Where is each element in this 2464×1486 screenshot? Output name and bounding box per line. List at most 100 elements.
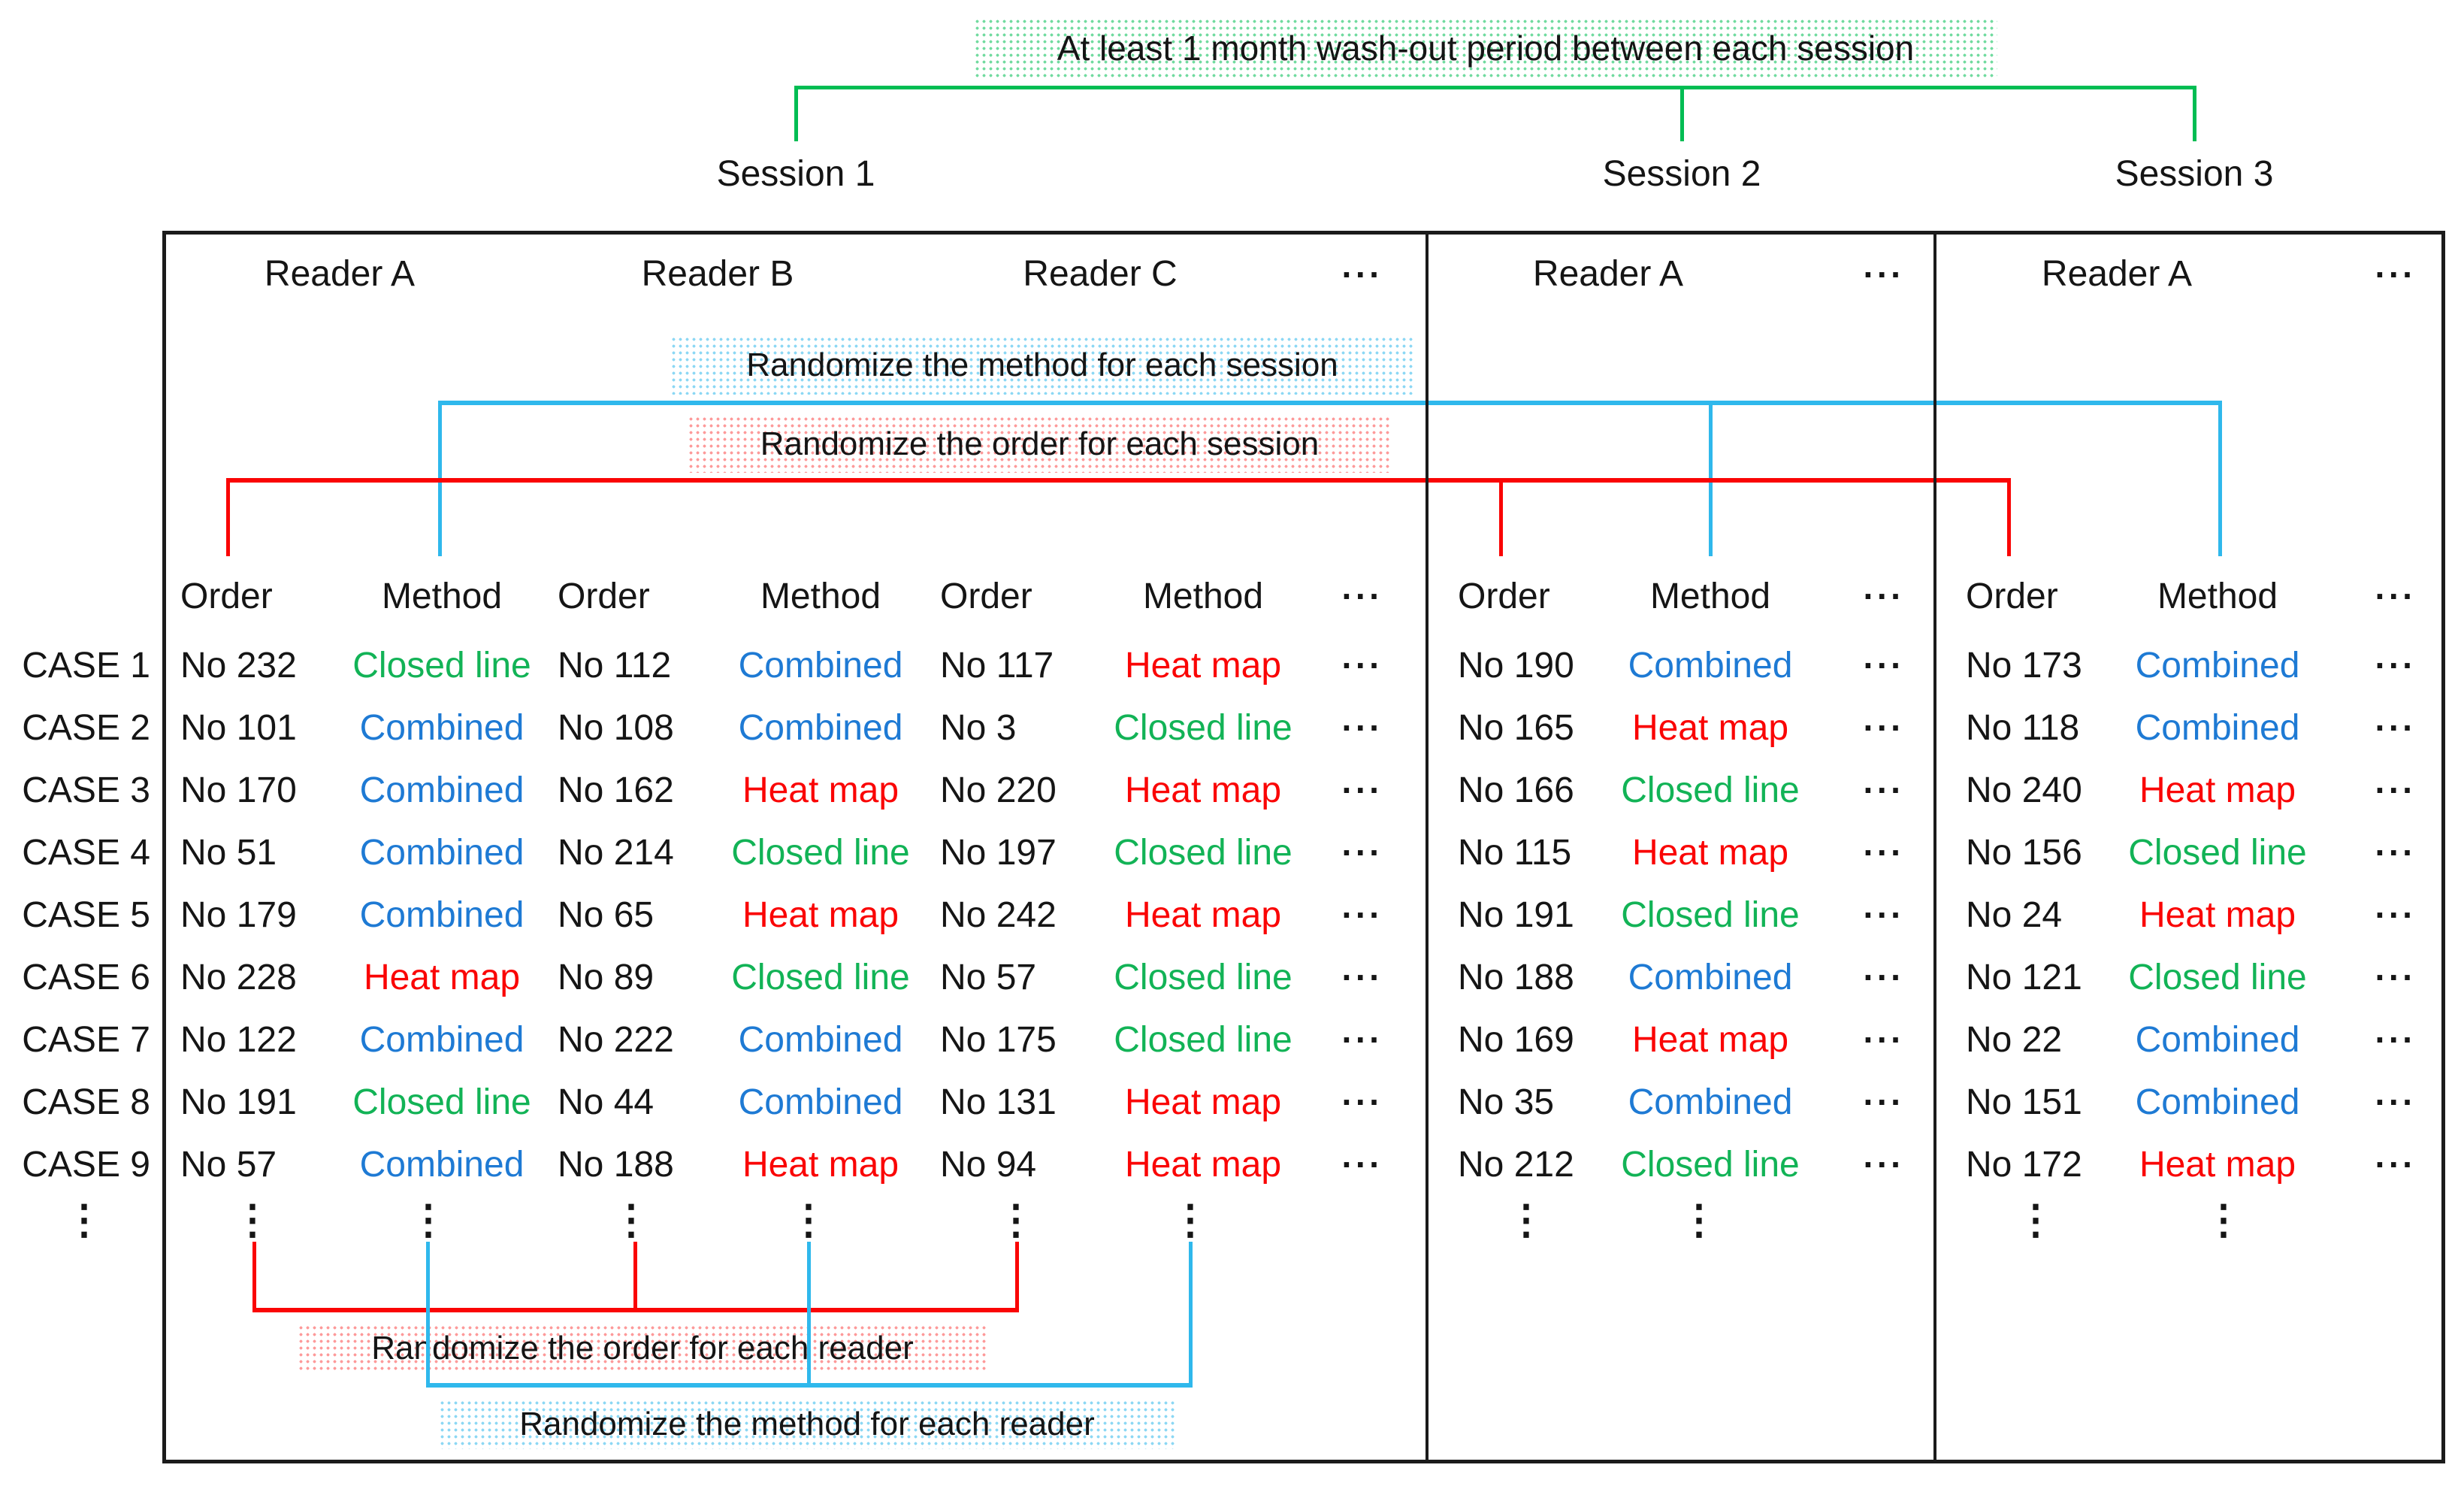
method-cell: Combined <box>2135 1020 2300 1060</box>
ellipsis: ··· <box>1341 1020 1383 1059</box>
method-cell: Combined <box>359 708 525 748</box>
order-cell: No 222 <box>558 1020 674 1060</box>
red-reader-bracket-line <box>252 1308 1019 1312</box>
order-cell: No 57 <box>940 958 1037 997</box>
green-bracket-line <box>794 86 2196 89</box>
table-row: CASE 2 No 101 Combined No 108 Combined N… <box>0 697 2464 759</box>
order-cell: No 188 <box>1458 958 1574 997</box>
order-cell: No 188 <box>558 1145 674 1185</box>
order-cell: No 190 <box>1458 646 1574 685</box>
cyan-reader-drop-3 <box>1189 1242 1193 1388</box>
case-label: CASE 3 <box>22 770 150 810</box>
ellipsis: ··· <box>1341 708 1383 747</box>
vdots: ⋮ <box>2203 1197 2244 1242</box>
ellipsis: ··· <box>2375 833 2417 872</box>
order-cell: No 172 <box>1966 1145 2082 1185</box>
method-cell: Heat map <box>1124 646 1282 685</box>
ellipsis: ··· <box>2375 770 2417 810</box>
vdots: ⋮ <box>1679 1197 1719 1242</box>
ellipsis: ··· <box>2375 1020 2417 1059</box>
vdots: ⋮ <box>232 1197 273 1242</box>
order-cell: No 170 <box>180 770 297 810</box>
method-cell: Combined <box>738 1082 903 1122</box>
ellipsis: ··· <box>1341 770 1383 810</box>
method-cell: Closed line <box>731 958 910 997</box>
order-cell: No 242 <box>940 895 1057 935</box>
session-1-label: Session 1 <box>716 154 875 194</box>
green-bracket-drop-session1 <box>794 86 798 141</box>
reader-c-session1: Reader C <box>1023 254 1178 294</box>
vdots: ⋮ <box>1506 1197 1546 1242</box>
order-header: Order <box>940 577 1032 616</box>
method-header: Method <box>381 577 503 616</box>
ellipsis: ··· <box>1341 577 1383 616</box>
cyan-reader-bracket-line <box>426 1383 1193 1388</box>
vdots: ⋮ <box>2015 1197 2056 1242</box>
table-row: CASE 4 No 51 Combined No 214 Closed line… <box>0 822 2464 884</box>
order-cell: No 112 <box>558 646 672 685</box>
order-cell: No 197 <box>940 833 1057 873</box>
table-row: CASE 8 No 191 Closed line No 44 Combined… <box>0 1071 2464 1133</box>
method-cell: Combined <box>359 895 525 935</box>
method-cell: Heat map <box>1124 1145 1282 1185</box>
method-cell: Heat map <box>1124 1082 1282 1122</box>
order-cell: No 35 <box>1458 1082 1555 1122</box>
table-row: CASE 6 No 228 Heat map No 89 Closed line… <box>0 946 2464 1009</box>
table-row: CASE 3 No 170 Combined No 162 Heat map N… <box>0 759 2464 822</box>
order-cell: No 228 <box>180 958 297 997</box>
order-cell: No 179 <box>180 895 297 935</box>
method-cell: Heat map <box>363 958 521 997</box>
method-cell: Closed line <box>1114 708 1292 748</box>
ellipsis: ··· <box>1863 1145 1905 1184</box>
method-cell: Closed line <box>2128 958 2307 997</box>
method-cell: Heat map <box>742 1145 899 1185</box>
vdots: ⋮ <box>611 1197 652 1242</box>
order-cell: No 131 <box>940 1082 1057 1122</box>
ellipsis: ··· <box>1341 895 1383 934</box>
method-cell: Heat map <box>1631 1020 1789 1060</box>
method-cell: Heat map <box>1124 770 1282 810</box>
ellipsis: ··· <box>1341 958 1383 997</box>
randomize-order-session-banner: Randomize the order for each session <box>688 416 1392 473</box>
method-cell: Closed line <box>1114 1020 1292 1060</box>
order-cell: No 232 <box>180 646 297 685</box>
ellipsis: ··· <box>1341 1082 1383 1121</box>
method-cell: Combined <box>359 1145 525 1185</box>
order-cell: No 240 <box>1966 770 2082 810</box>
ellipsis: ··· <box>1863 895 1905 934</box>
ellipsis: ··· <box>2375 1145 2417 1184</box>
case-label: CASE 1 <box>22 646 150 685</box>
vdots: ⋮ <box>64 1197 104 1242</box>
red-session-drop-2 <box>1499 478 1503 556</box>
ellipsis: ··· <box>2375 646 2417 685</box>
ellipsis: ··· <box>1863 255 1905 294</box>
method-header: Method <box>760 577 881 616</box>
order-cell: No 162 <box>558 770 674 810</box>
case-label: CASE 4 <box>22 833 150 873</box>
column-header-row: Order Method Order Method Order Method ·… <box>0 565 2464 628</box>
cyan-session-line <box>438 401 2222 405</box>
method-cell: Heat map <box>1124 895 1282 935</box>
order-cell: No 22 <box>1966 1020 2063 1060</box>
reader-a-session1: Reader A <box>264 254 416 294</box>
method-cell: Heat map <box>2139 1145 2296 1185</box>
order-cell: No 169 <box>1458 1020 1574 1060</box>
order-cell: No 65 <box>558 895 655 935</box>
ellipsis: ··· <box>1341 255 1383 294</box>
order-cell: No 175 <box>940 1020 1057 1060</box>
ellipsis: ··· <box>1863 646 1905 685</box>
order-cell: No 44 <box>558 1082 655 1122</box>
reader-b-session1: Reader B <box>641 254 794 294</box>
reader-header-row: Reader A Reader B Reader C ··· Reader A … <box>0 242 2464 307</box>
washout-banner: At least 1 month wash-out period between… <box>974 18 1997 78</box>
order-cell: No 121 <box>1966 958 2082 997</box>
method-cell: Combined <box>738 646 903 685</box>
method-cell: Combined <box>2135 646 2300 685</box>
method-cell: Combined <box>738 708 903 748</box>
method-cell: Combined <box>738 1020 903 1060</box>
method-cell: Closed line <box>1114 833 1292 873</box>
red-session-drop-3 <box>2007 478 2011 556</box>
method-cell: Closed line <box>1114 958 1292 997</box>
order-cell: No 115 <box>1458 833 1572 873</box>
cyan-reader-drop-1 <box>426 1242 430 1388</box>
